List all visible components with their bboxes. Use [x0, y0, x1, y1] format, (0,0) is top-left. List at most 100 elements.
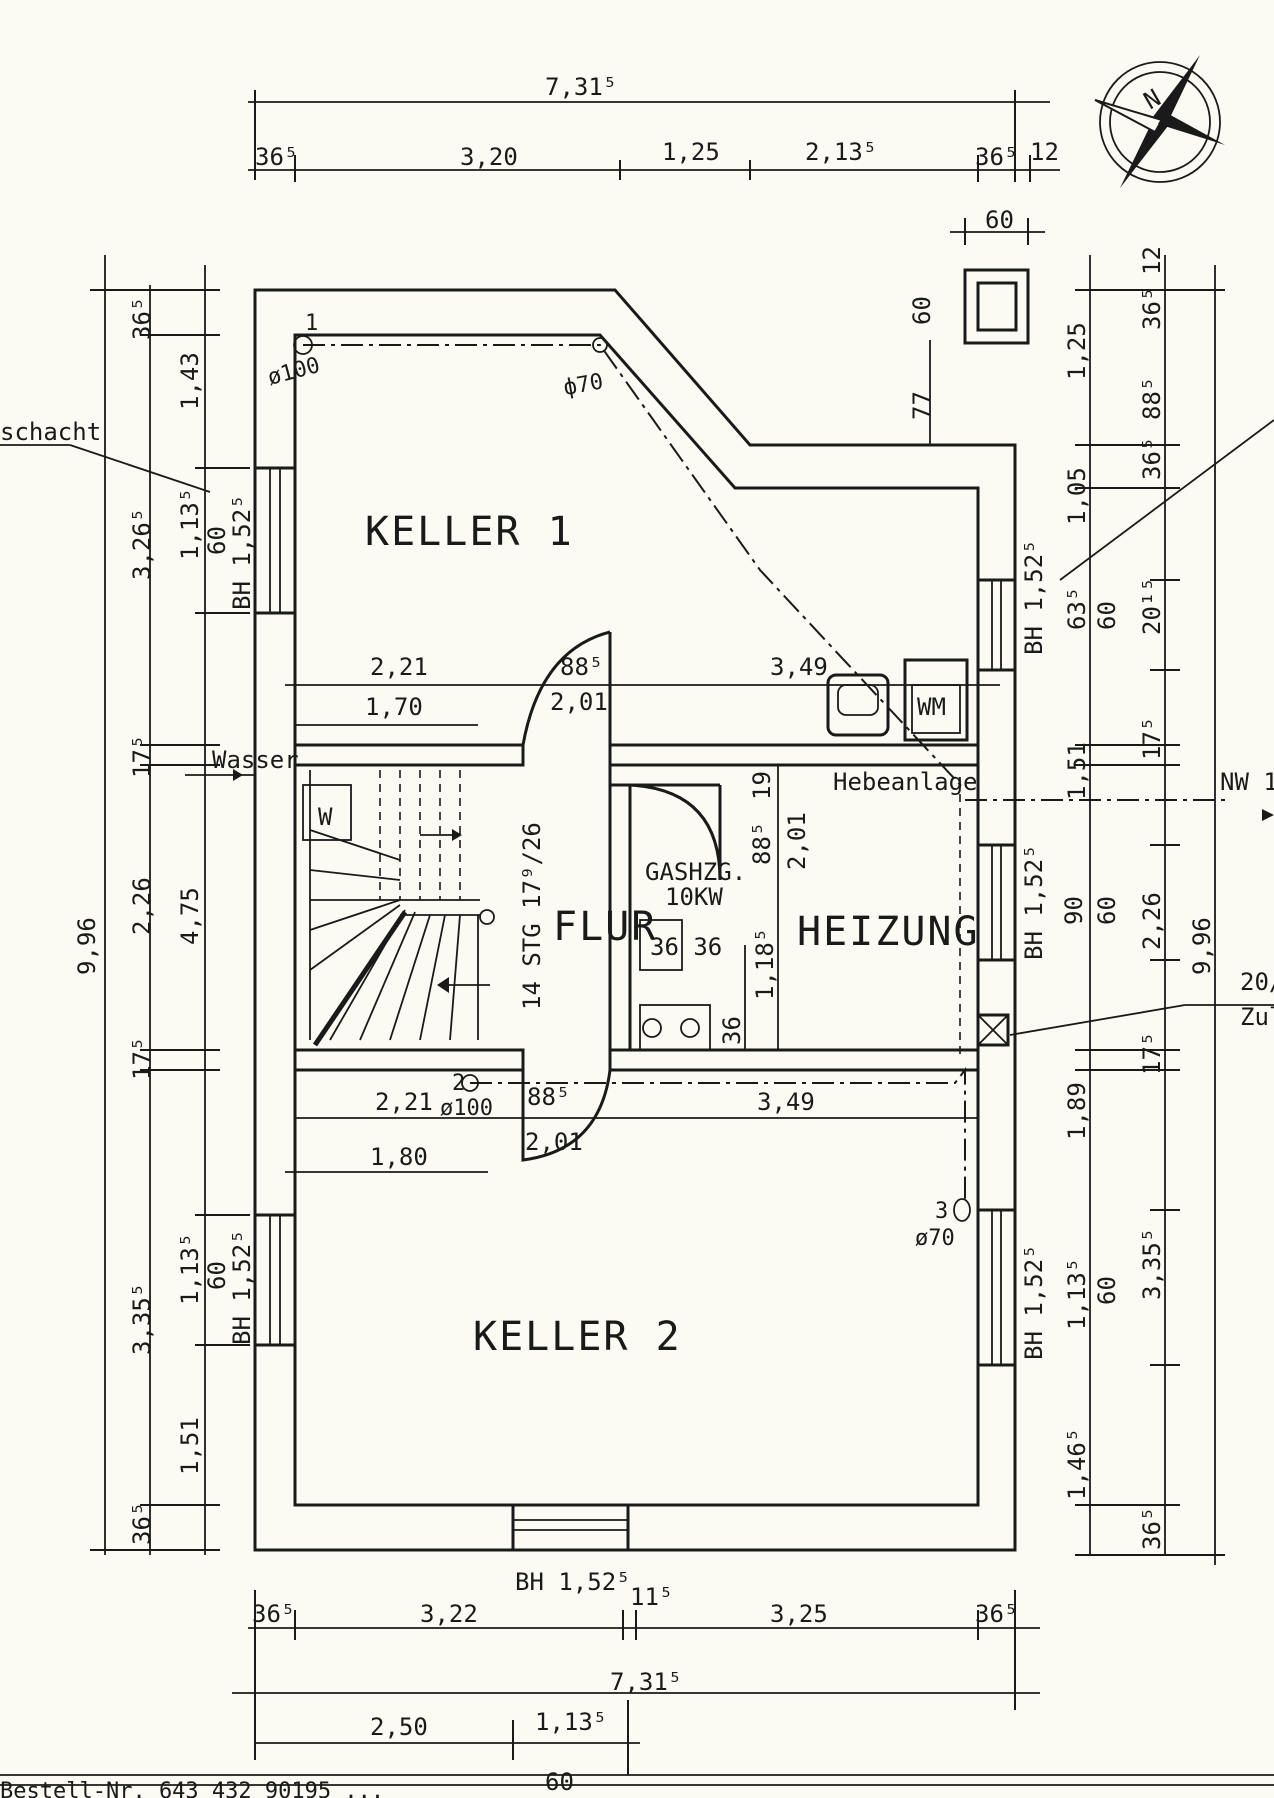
pipe-point-1: [293, 335, 313, 355]
svg-text:ø100: ø100: [440, 1096, 493, 1121]
svg-text:1,13⁵: 1,13⁵: [176, 488, 204, 560]
room-keller1: KELLER 1: [365, 509, 574, 555]
svg-text:BH 1,52⁵: BH 1,52⁵: [1020, 1244, 1048, 1360]
label-wm: WM: [917, 693, 946, 721]
svg-text:2,01: 2,01: [783, 812, 811, 870]
window-left-1: [253, 466, 297, 615]
svg-text:2,01: 2,01: [550, 688, 608, 716]
svg-text:1,25: 1,25: [662, 138, 720, 166]
label-w: W: [318, 803, 333, 831]
svg-text:60: 60: [545, 1768, 574, 1796]
svg-text:1,80: 1,80: [370, 1143, 428, 1171]
svg-text:88⁵: 88⁵: [560, 653, 603, 681]
svg-text:3: 3: [935, 1199, 948, 1224]
svg-text:2,21: 2,21: [370, 653, 428, 681]
door-keller1: [521, 630, 611, 746]
tank: [639, 1004, 711, 1051]
svg-text:2,26: 2,26: [128, 877, 156, 935]
partition-stair-keller2: [293, 1048, 525, 1072]
window-right-2: [976, 843, 1017, 962]
door-keller2: [521, 1069, 612, 1162]
svg-text:11⁵: 11⁵: [630, 1583, 673, 1611]
svg-text:BH 1,52⁵: BH 1,52⁵: [1020, 844, 1048, 960]
label-zu1: 20/: [1240, 968, 1274, 996]
svg-text:2,01: 2,01: [525, 1128, 583, 1156]
svg-text:17⁵: 17⁵: [1138, 717, 1166, 760]
svg-text:60: 60: [985, 206, 1014, 234]
svg-text:60: 60: [203, 1261, 231, 1290]
svg-text:77: 77: [908, 391, 936, 420]
svg-text:1,51: 1,51: [1063, 742, 1091, 800]
svg-text:88⁵: 88⁵: [527, 1083, 570, 1111]
svg-text:36: 36: [718, 1016, 746, 1045]
svg-text:36⁵: 36⁵: [1138, 1507, 1166, 1550]
lift-pump: [826, 673, 890, 737]
svg-text:ø70: ø70: [915, 1226, 955, 1251]
svg-text:BH 1,52⁵: BH 1,52⁵: [228, 494, 256, 610]
label-nw: NW 15: [1220, 768, 1274, 796]
boiler: [639, 919, 683, 971]
pipe-point-3: [953, 1198, 971, 1222]
svg-text:36⁵: 36⁵: [975, 143, 1018, 171]
label-schacht: schacht: [0, 418, 101, 446]
svg-text:1,43: 1,43: [176, 352, 204, 410]
svg-text:BH 1,52⁵: BH 1,52⁵: [1020, 539, 1048, 655]
svg-text:17⁵: 17⁵: [128, 735, 156, 778]
svg-text:1,46⁵: 1,46⁵: [1063, 1428, 1091, 1500]
svg-text:3,35⁵: 3,35⁵: [128, 1283, 156, 1355]
svg-text:88⁵: 88⁵: [748, 822, 776, 865]
svg-text:2,26: 2,26: [1138, 892, 1166, 950]
svg-text:ф70: ф70: [562, 369, 605, 401]
drain-line-1: [303, 344, 966, 791]
window-bottom: [511, 1503, 630, 1552]
label-hebeanlage: Hebeanlage: [833, 768, 978, 796]
svg-text:3,25: 3,25: [770, 1600, 828, 1628]
outer-wall: [253, 288, 1017, 1552]
svg-text:36⁵: 36⁵: [128, 1502, 156, 1545]
svg-text:3,20: 3,20: [460, 143, 518, 171]
svg-text:90: 90: [1060, 896, 1088, 925]
svg-text:36⁵: 36⁵: [1138, 287, 1166, 330]
svg-text:9,96: 9,96: [1188, 917, 1216, 975]
door-heizung: [629, 783, 722, 881]
compass: [1094, 55, 1225, 188]
svg-text:19: 19: [748, 771, 776, 800]
svg-text:36⁵: 36⁵: [975, 1600, 1018, 1628]
partition-heizung-keller2: [608, 1048, 980, 1072]
svg-text:7,31⁵: 7,31⁵: [545, 73, 617, 101]
svg-text:2,50: 2,50: [370, 1713, 428, 1741]
label-gas2: 10KW: [665, 883, 723, 911]
svg-text:1,51: 1,51: [176, 1417, 204, 1475]
svg-text:3,49: 3,49: [770, 653, 828, 681]
svg-text:88⁵: 88⁵: [1138, 377, 1166, 420]
svg-text:3,49: 3,49: [757, 1088, 815, 1116]
svg-text:4,75: 4,75: [176, 887, 204, 945]
footer-text: Bestell-Nr. 643 432 90195 ...: [0, 1779, 384, 1798]
water-meter: [302, 784, 352, 841]
room-heizung: HEIZUNG: [797, 909, 980, 955]
label-wasser: Wasser: [212, 746, 299, 774]
window-right-3: [976, 1208, 1017, 1367]
svg-text:17⁵: 17⁵: [128, 1037, 156, 1080]
svg-text:60: 60: [1093, 896, 1121, 925]
svg-text:60: 60: [203, 526, 231, 555]
svg-text:3,35⁵: 3,35⁵: [1138, 1228, 1166, 1300]
svg-text:1,25: 1,25: [1063, 322, 1091, 380]
svg-text:36⁵: 36⁵: [128, 297, 156, 340]
svg-text:36 36: 36 36: [650, 933, 722, 961]
drain-line-2: [470, 1067, 966, 1200]
svg-text:1,18⁵: 1,18⁵: [751, 928, 779, 1000]
washing-machine: [903, 658, 969, 742]
svg-text:1,13⁵: 1,13⁵: [176, 1233, 204, 1305]
pipe-point-phi70: [592, 337, 608, 353]
svg-text:12: 12: [1138, 246, 1166, 275]
label-zu2: Zul: [1240, 1003, 1274, 1031]
svg-text:1,89: 1,89: [1063, 1082, 1091, 1140]
room-flur: FLUR: [553, 904, 657, 950]
svg-text:12: 12: [1030, 138, 1059, 166]
partition-keller1-stair: [293, 743, 525, 767]
pipe-point-2: [461, 1074, 479, 1092]
svg-text:17⁵: 17⁵: [1138, 1032, 1166, 1075]
svg-text:3,22: 3,22: [420, 1600, 478, 1628]
